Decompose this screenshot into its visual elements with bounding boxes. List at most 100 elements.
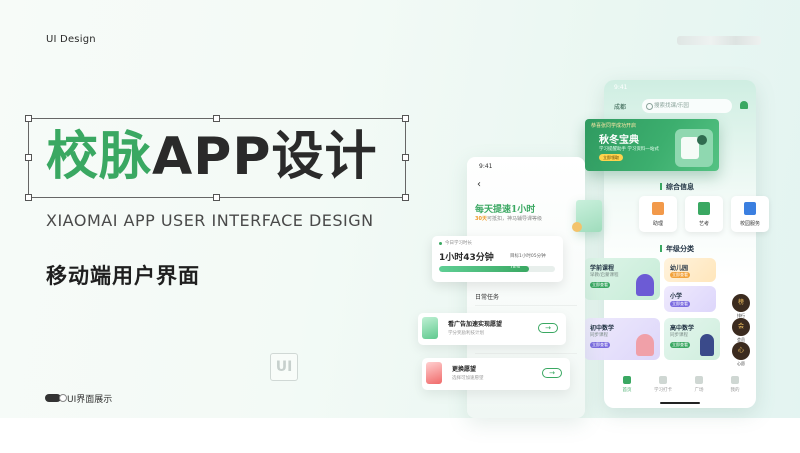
- grade-button[interactable]: 立即查看: [670, 301, 690, 307]
- grade-button[interactable]: 立即查看: [670, 342, 690, 348]
- grade-card-kindergarten[interactable]: 幼儿园 立即查看: [664, 258, 716, 282]
- vip-badge-label: 会员: [737, 337, 745, 342]
- plaza-icon: [695, 376, 703, 384]
- banner-sub: 学习提醒助手 学习资料一站式: [599, 147, 659, 152]
- section-grade-title: 年级分类: [660, 245, 694, 253]
- nav-home[interactable]: 首页: [612, 376, 642, 393]
- grade-sub: 同步课程: [590, 333, 608, 338]
- task-desc: 学分奖励利技计划: [448, 331, 484, 336]
- toggle-switch[interactable]: [45, 394, 67, 402]
- card-exam[interactable]: 艺考: [685, 196, 723, 232]
- grade-title: 高中数学: [670, 325, 695, 332]
- divider: [475, 353, 577, 354]
- card-label: 艺考: [698, 221, 709, 227]
- bottom-strip: [0, 418, 800, 453]
- title-dark: APP设计: [152, 127, 378, 187]
- grade-title: 小学: [670, 293, 683, 300]
- title-green: 校脉: [46, 127, 153, 187]
- card-label: 助理: [652, 221, 663, 227]
- vip-badge-icon[interactable]: 会: [732, 318, 750, 336]
- wish-badge-icon[interactable]: 心: [732, 342, 750, 360]
- location-selector[interactable]: 成都: [614, 104, 627, 111]
- campus-icon: [744, 202, 756, 215]
- study-time-card: 今日学习时长 1小时43分钟 目标1小时05分钟 78%: [432, 236, 563, 282]
- task-page-sub: 30天可抵扣，神马辅导课等级: [475, 215, 542, 222]
- subtitle-cn: 移动端用户界面: [46, 264, 200, 288]
- ad-task-icon: [422, 317, 438, 339]
- stats-target: 目标1小时05分钟: [510, 254, 546, 259]
- sub-rest: 可抵扣，神马辅导课等级: [486, 216, 542, 222]
- ui-logo-icon: UI: [270, 353, 298, 381]
- card-campus-service[interactable]: 校园服务: [731, 196, 769, 232]
- banner-button[interactable]: 立即领取: [599, 154, 623, 161]
- task-page-title: 每天提速1小时: [475, 205, 536, 215]
- frame-handle[interactable]: [402, 154, 409, 161]
- student-illustration: [636, 274, 654, 296]
- grade-button[interactable]: 立即查看: [670, 272, 690, 278]
- grade-title: 幼儿园: [670, 265, 689, 272]
- page-title: 校脉APP设计: [46, 124, 377, 190]
- grade-card-senior-math[interactable]: 高中数学 同步课程 立即查看: [664, 318, 720, 360]
- task-title: 看广告加速实现愿望: [448, 321, 503, 328]
- brand-label: UI Design: [46, 34, 96, 45]
- nav-label: 首页: [622, 388, 632, 393]
- toggle-label: UI界面展示: [67, 395, 113, 405]
- task-desc: 选择可加速愿望: [452, 376, 484, 381]
- banner-head: 恭喜张同学成功开启: [591, 123, 637, 129]
- profile-icon: [731, 376, 739, 384]
- student-illustration: [700, 334, 714, 356]
- banner-title: 秋冬宝典: [599, 135, 639, 146]
- book-illustration: [572, 200, 602, 232]
- grade-title: 学前课程: [590, 265, 615, 272]
- grade-card-junior-math[interactable]: 初中数学 同步课程 立即查看: [584, 318, 660, 360]
- grade-title: 初中数学: [590, 325, 615, 332]
- progress-fill: [439, 266, 530, 272]
- student-illustration: [636, 334, 654, 356]
- assistant-icon: [652, 202, 664, 215]
- frame-handle[interactable]: [213, 115, 220, 122]
- task-card-change-wish[interactable]: 更换愿望 选择可加速愿望 →: [422, 358, 570, 390]
- banner-illustration: [675, 129, 713, 167]
- grade-sub: 早教/启蒙课程: [590, 273, 619, 278]
- grade-button[interactable]: 立即查看: [590, 342, 610, 348]
- card-assistant[interactable]: 助理: [639, 196, 677, 232]
- subtitle-en: XIAOMAI APP USER INTERFACE DESIGN: [46, 211, 374, 230]
- status-time: 9:41: [614, 84, 628, 91]
- search-input[interactable]: 搜索找课/乐园: [642, 99, 732, 113]
- bottom-nav: 首页 学习打卡 广场 我的: [604, 370, 756, 408]
- rank-badge-icon[interactable]: 榜: [732, 294, 750, 312]
- blurred-tag: [677, 36, 761, 45]
- nav-label: 我的: [730, 388, 740, 393]
- task-title: 更换愿望: [452, 366, 477, 373]
- sub-highlight: 30天: [475, 216, 487, 222]
- frame-handle[interactable]: [25, 154, 32, 161]
- exam-icon: [698, 202, 710, 215]
- nav-label: 广场: [694, 388, 704, 393]
- gift-icon: [426, 362, 442, 384]
- frame-handle[interactable]: [402, 115, 409, 122]
- frame-handle[interactable]: [25, 115, 32, 122]
- nav-label: 学习打卡: [654, 388, 672, 393]
- search-icon: [646, 103, 653, 110]
- stats-label: 今日学习时长: [445, 241, 472, 246]
- grade-button[interactable]: 立即查看: [590, 282, 610, 288]
- nav-checkin[interactable]: 学习打卡: [648, 376, 678, 393]
- frame-handle[interactable]: [213, 194, 220, 201]
- grade-card-preschool[interactable]: 学前课程 早教/启蒙课程 立即查看: [584, 258, 660, 300]
- home-icon: [623, 376, 631, 384]
- grade-card-primary[interactable]: 小学 立即查看: [664, 286, 716, 312]
- progress-label: 78%: [510, 265, 521, 270]
- nav-profile[interactable]: 我的: [720, 376, 750, 393]
- arrow-right-icon[interactable]: →: [542, 368, 562, 378]
- task-card-ad[interactable]: 看广告加速实现愿望 学分奖励利技计划 →: [418, 313, 566, 345]
- grade-sub: 同步课程: [670, 333, 688, 338]
- bell-icon[interactable]: [740, 101, 748, 109]
- back-icon[interactable]: ‹: [477, 179, 481, 190]
- frame-handle[interactable]: [402, 194, 409, 201]
- nav-plaza[interactable]: 广场: [684, 376, 714, 393]
- arrow-right-icon[interactable]: →: [538, 323, 558, 333]
- status-dot: [439, 242, 442, 245]
- frame-handle[interactable]: [25, 194, 32, 201]
- promo-banner[interactable]: 恭喜张同学成功开启 秋冬宝典 学习提醒助手 学习资料一站式 立即领取: [585, 119, 719, 171]
